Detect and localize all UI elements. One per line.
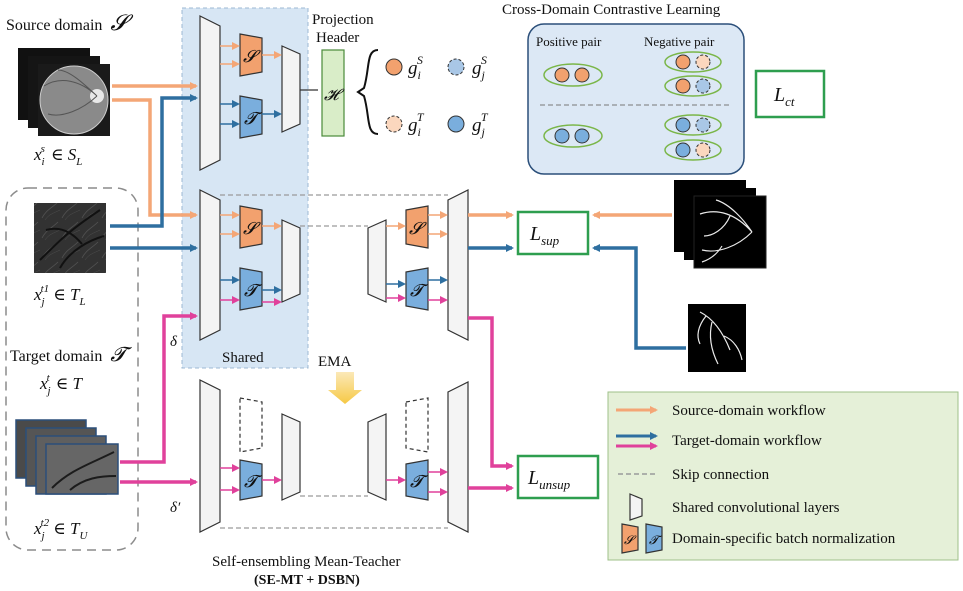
target-domain-group (5, 187, 139, 551)
ema-label: EMA (318, 354, 352, 370)
source-gt-mask-stack (674, 180, 767, 269)
feature-g-is: giS (408, 53, 423, 82)
conv-layer-student-dec-2 (447, 189, 469, 341)
target-domain-label: Target domain 𝓣 (10, 344, 132, 366)
feature-g-js: gjS (472, 53, 487, 82)
bn-target-student-enc (239, 267, 263, 311)
bn-target-teacher-enc (239, 459, 263, 501)
feature-g-it-dot (385, 115, 403, 133)
bn-target-top (239, 95, 263, 139)
loss-unsup-box (516, 454, 600, 500)
legend-conv-label: Shared convolutional layers (672, 500, 840, 516)
conv-layer-student-enc-2 (281, 219, 301, 303)
source-domain-label: Source domain 𝓢 (6, 10, 133, 35)
projection-header-label-2: Header (316, 30, 359, 46)
conv-layer-teacher-dec-1 (367, 413, 387, 501)
positive-pair-label: Positive pair (536, 34, 602, 49)
bn-source-teacher-enc-placeholder (239, 397, 263, 453)
conv-layer-top-2 (281, 45, 301, 133)
feature-g-it: giT (408, 110, 425, 139)
shared-label: Shared (222, 350, 264, 366)
projection-brace (356, 49, 379, 135)
feature-g-js-dot (447, 58, 465, 76)
positive-pair-target (543, 124, 603, 148)
conv-layer-teacher-enc-2 (281, 413, 301, 501)
conv-layer-top-1 (199, 15, 221, 171)
negative-pair-4 (664, 139, 722, 161)
negative-pair-2 (664, 75, 722, 97)
loss-ct-box (754, 69, 826, 119)
source-fundus-stack (18, 48, 110, 136)
unlabeled-input-arrow-student (120, 312, 198, 464)
target-sample-set: xjt∈ T (39, 372, 84, 397)
positive-pair-source (543, 63, 603, 87)
feature-g-is-dot (385, 58, 403, 76)
bn-source-top (239, 33, 263, 77)
projection-header-block (321, 49, 345, 137)
legend-panel (607, 391, 959, 561)
bn-target-teacher-dec (405, 459, 429, 501)
source-labeled-set: xis∈ SL (33, 143, 82, 168)
target-gt-arrow (592, 244, 686, 350)
negative-pair-3 (664, 114, 722, 136)
legend-bn-source-icon (621, 523, 639, 554)
feature-g-jt-dot (447, 115, 465, 133)
feature-g-jt: gjT (472, 110, 489, 139)
conv-layer-teacher-dec-2 (447, 381, 469, 533)
delta-label: δ (170, 334, 178, 350)
conv-layer-teacher-enc-1 (199, 379, 221, 533)
bn-source-student-dec (405, 205, 429, 249)
source-input-arrow-mid (112, 98, 198, 219)
target-unlabeled-stack (15, 419, 119, 495)
ema-arrow (328, 372, 362, 404)
conv-layer-student-dec-1 (367, 219, 387, 303)
se-mt-title: Self-ensembling Mean-Teacher (212, 554, 400, 570)
negative-pair-1 (664, 51, 722, 73)
target-input-arrow-top (110, 94, 198, 228)
legend-bn-target-icon (645, 523, 663, 554)
bn-source-teacher-dec-placeholder (405, 397, 429, 453)
se-mt-subtitle: (SE-MT + DSBN) (254, 573, 360, 588)
target-labeled-set: xjt1∈ TL (33, 283, 86, 308)
target-labeled-image (34, 203, 106, 273)
conv-layer-student-enc-1 (199, 189, 221, 341)
legend-bn-label: Domain-specific batch normalization (672, 531, 896, 547)
target-unlabeled-set: xjt2∈ TU (33, 517, 88, 542)
loss-sup-box (516, 210, 590, 256)
delta-prime-label: δ′ (170, 500, 181, 516)
legend-skip-label: Skip connection (672, 467, 770, 483)
legend-source-label: Source-domain workflow (672, 403, 826, 419)
contrastive-title: Cross-Domain Contrastive Learning (502, 2, 721, 18)
negative-pair-label: Negative pair (644, 34, 715, 49)
student-unlabeled-output-arrow (468, 316, 514, 470)
target-gt-mask (688, 304, 746, 372)
legend-target-label: Target-domain workflow (672, 433, 822, 449)
bn-target-student-dec (405, 267, 429, 311)
legend-conv-icon (629, 493, 643, 521)
projection-header-label-1: Projection (312, 12, 374, 28)
bn-source-student-enc (239, 205, 263, 249)
